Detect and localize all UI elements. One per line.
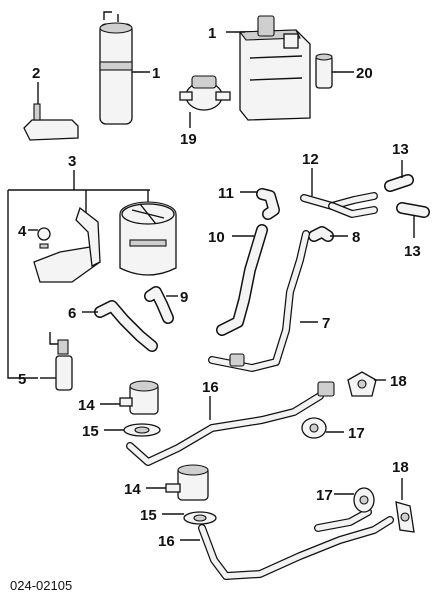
callout-8: 8 — [352, 229, 360, 246]
part-18-flange-lower[interactable] — [395, 478, 415, 533]
callout-17-lower: 17 — [316, 487, 333, 504]
part-14-valve-upper[interactable] — [100, 380, 159, 415]
callout-2: 2 — [32, 65, 40, 82]
part-12-y-pipe[interactable] — [300, 168, 378, 218]
part-7-pipe[interactable] — [208, 230, 318, 372]
callout-6: 6 — [68, 305, 76, 322]
callout-14-lower: 14 — [124, 481, 141, 498]
callout-20: 20 — [356, 65, 373, 82]
diagram-code: 024-02105 — [10, 578, 72, 593]
part-17-flange-lower[interactable] — [334, 487, 375, 513]
callout-11: 11 — [218, 185, 234, 202]
callout-1-filter: 1 — [152, 65, 160, 82]
callout-17-upper: 17 — [348, 425, 365, 442]
callout-18-lower: 18 — [392, 459, 409, 476]
callout-15-upper: 15 — [82, 423, 99, 440]
part-8-hose[interactable] — [308, 226, 348, 242]
callout-5: 5 — [18, 371, 26, 388]
part-18-flange-upper[interactable] — [347, 371, 386, 397]
part-15-gasket-lower[interactable] — [162, 511, 217, 525]
part-5-sensor[interactable] — [40, 332, 73, 391]
part-9-hose[interactable] — [144, 286, 178, 324]
callout-13-upper: 13 — [392, 141, 409, 158]
callout-18-upper: 18 — [390, 373, 407, 390]
callout-3: 3 — [68, 153, 76, 170]
callout-7: 7 — [322, 315, 330, 332]
callout-1-canister: 1 — [208, 25, 216, 42]
part-14-valve-lower[interactable] — [146, 464, 209, 501]
callout-16-lower: 16 — [158, 533, 175, 550]
callout-4: 4 — [18, 223, 27, 240]
callout-19: 19 — [180, 131, 197, 148]
part-1-charcoal-canister[interactable] — [226, 15, 311, 121]
callout-9: 9 — [180, 289, 188, 306]
part-19-valve[interactable] — [179, 75, 231, 128]
part-4-pump-assembly[interactable] — [33, 201, 177, 283]
part-16-pipe-upper[interactable] — [126, 381, 335, 466]
part-6-hose[interactable] — [82, 300, 158, 352]
part-1-cylinder-filter[interactable] — [99, 11, 150, 125]
part-2-bracket[interactable] — [23, 82, 79, 141]
part-17-flange-upper[interactable] — [301, 417, 344, 439]
callout-12: 12 — [302, 151, 319, 168]
callout-13-lower: 13 — [404, 243, 421, 260]
callout-16-upper: 16 — [202, 379, 219, 396]
part-13-hose-lower[interactable] — [396, 202, 430, 238]
part-11-hose[interactable] — [240, 188, 280, 220]
callout-10: 10 — [208, 229, 225, 246]
callout-15-lower: 15 — [140, 507, 157, 524]
part-16-pipe-lower[interactable] — [180, 508, 394, 580]
part-13-hose-upper[interactable] — [384, 160, 414, 192]
part-15-gasket-upper[interactable] — [104, 423, 161, 437]
callout-14-upper: 14 — [78, 397, 95, 414]
part-10-hose[interactable] — [216, 224, 268, 336]
part-20-small-filter[interactable] — [315, 53, 354, 89]
